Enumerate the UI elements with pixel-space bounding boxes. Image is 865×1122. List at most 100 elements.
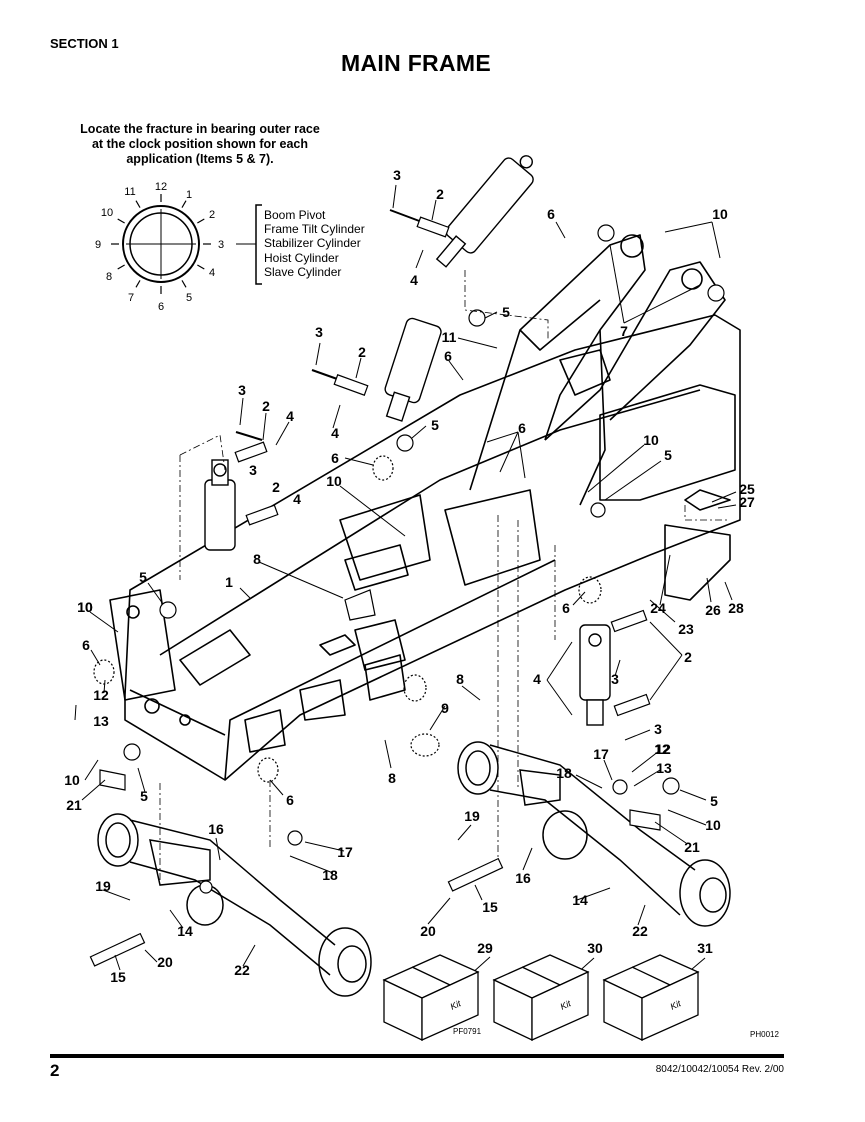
clock-label: 6 — [158, 301, 164, 313]
callout-number: 6 — [444, 348, 452, 364]
callout-number: 31 — [697, 940, 713, 956]
note-line-1: Locate the fracture in bearing outer rac… — [80, 122, 320, 136]
kit-box — [602, 954, 700, 1042]
callout-numbers: 3 2 4 6 10 5 11 7 3 2 6 3 2 4 4 5 6 10 3… — [64, 167, 755, 985]
clock-label: 7 — [128, 292, 134, 304]
application-item: Boom Pivot — [264, 208, 326, 222]
callout-number: 9 — [441, 700, 449, 716]
callout-number: 5 — [664, 447, 672, 463]
callout-number: 10 — [77, 599, 93, 615]
callout-number: 12 — [654, 741, 670, 757]
footer-rule — [50, 1054, 784, 1058]
callout-number: 5 — [431, 417, 439, 433]
callout-number: 3 — [315, 324, 323, 340]
callout-number: 7 — [620, 323, 628, 339]
callout-number: 3 — [249, 462, 257, 478]
application-list: Boom Pivot Frame Tilt Cylinder Stabilize… — [264, 208, 365, 279]
clock-label: 10 — [101, 207, 113, 219]
callout-number: 8 — [388, 770, 396, 786]
kit-boxes — [382, 954, 700, 1042]
callout-number: 19 — [464, 808, 480, 824]
callout-number: 6 — [518, 420, 526, 436]
callout-number: 21 — [684, 839, 700, 855]
clock-labels: 12 1 2 3 4 5 6 7 8 9 10 11 — [95, 181, 224, 313]
callout-number: 4 — [533, 671, 541, 687]
callout-number: 3 — [654, 721, 662, 737]
clock-label: 2 — [209, 209, 215, 221]
application-item: Frame Tilt Cylinder — [264, 222, 365, 237]
page-title: MAIN FRAME — [341, 50, 491, 76]
clock-label: 3 — [218, 239, 224, 251]
callout-number: 16 — [208, 821, 224, 837]
clock-tick — [117, 264, 125, 270]
callout-number: 6 — [562, 600, 570, 616]
callout-number: 6 — [547, 206, 555, 222]
kit-label: Kit — [669, 998, 683, 1012]
clock-label: 11 — [124, 186, 135, 198]
clock-label: 9 — [95, 239, 101, 251]
clock-tick — [135, 280, 141, 288]
callout-number: 12 — [93, 687, 109, 703]
callout-number: 23 — [678, 621, 694, 637]
callout-number: 2 — [436, 186, 444, 202]
main-frame-drawing — [109, 234, 741, 781]
clock-tick — [197, 264, 205, 270]
callout-number: 1 — [225, 574, 233, 590]
callout-number: 5 — [710, 793, 718, 809]
callout-number: 13 — [93, 713, 109, 729]
callout-number: 4 — [286, 408, 294, 424]
callout-number: 4 — [331, 425, 339, 441]
callout-number: 10 — [705, 817, 721, 833]
callout-number: 25 — [739, 481, 755, 497]
kit-box — [382, 954, 480, 1042]
callout-number: 6 — [331, 450, 339, 466]
callout-number: 12 — [655, 741, 671, 757]
callout-number: 10 — [712, 206, 728, 222]
clock-label: 8 — [106, 271, 112, 283]
callout-number: 20 — [157, 954, 173, 970]
callout-number: 6 — [82, 637, 90, 653]
callout-number: 2 — [262, 398, 270, 414]
callout-number: 16 — [515, 870, 531, 886]
callout-number: 15 — [482, 899, 498, 915]
callout-number: 22 — [632, 923, 648, 939]
section-label: SECTION 1 — [50, 36, 119, 51]
callout-number: 18 — [556, 765, 572, 781]
callout-number: 17 — [593, 746, 609, 762]
callout-number: 3 — [611, 671, 619, 687]
callout-number: 5 — [140, 788, 148, 804]
kit-label: Kit — [449, 998, 463, 1012]
clock-tick — [197, 218, 205, 224]
figure-code-left: PF0791 — [453, 1027, 482, 1036]
callout-number: 6 — [286, 792, 294, 808]
callout-number: 10 — [326, 473, 342, 489]
callout-number: 14 — [177, 923, 193, 939]
application-item: Slave Cylinder — [264, 264, 342, 279]
callout-number: 30 — [587, 940, 603, 956]
callout-number: 8 — [456, 671, 464, 687]
callout-number: 2 — [684, 649, 692, 665]
clock-tick — [181, 200, 187, 208]
callout-number: 18 — [322, 867, 338, 883]
callout-number: 4 — [410, 272, 418, 288]
axle-drawings — [97, 741, 731, 997]
callout-number: 13 — [656, 760, 672, 776]
hardware-drawings — [89, 209, 725, 967]
application-item: Hoist Cylinder — [264, 250, 339, 265]
callout-number: 14 — [572, 892, 588, 908]
note-line-2: at the clock position shown for each — [91, 137, 308, 151]
callout-number: 24 — [650, 600, 666, 616]
callout-number: 10 — [64, 772, 80, 788]
figure-code-right: PH0012 — [750, 1030, 779, 1039]
clock-label: 12 — [155, 181, 167, 193]
callout-number: 26 — [705, 602, 721, 618]
callout-number: 8 — [253, 551, 261, 567]
kit-label: Kit — [559, 998, 573, 1012]
callout-number: 10 — [77, 599, 93, 615]
callout-number: 3 — [393, 167, 401, 183]
callout-number: 2 — [358, 344, 366, 360]
clock-label: 4 — [209, 267, 215, 279]
application-item: Stabilizer Cylinder — [264, 236, 361, 251]
callout-number: 5 — [139, 569, 147, 585]
